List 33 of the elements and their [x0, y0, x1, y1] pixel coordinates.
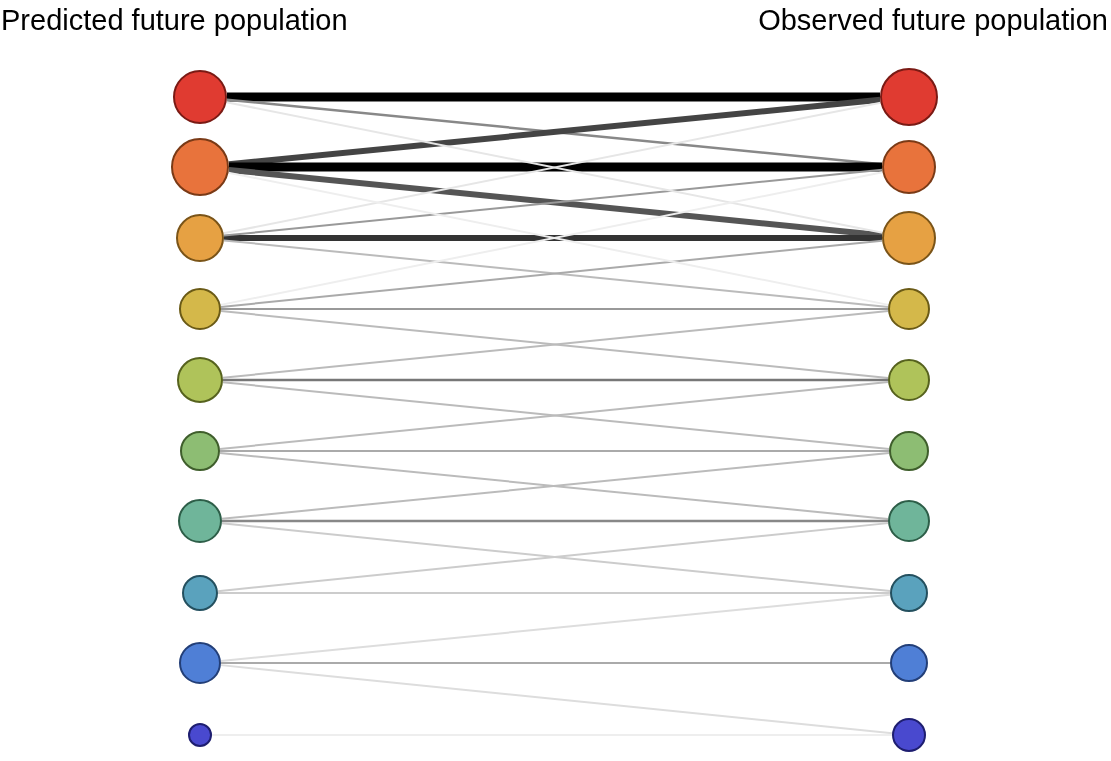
population-circle [182, 575, 218, 611]
column-heading: Observed future population [758, 4, 1108, 37]
population-circle [888, 359, 930, 401]
population-circle [882, 140, 936, 194]
population-circle [173, 70, 227, 124]
connector-line [222, 519, 888, 523]
connector-line [219, 593, 892, 662]
population-circle [176, 214, 224, 262]
connector-line [229, 162, 882, 172]
connector-line [220, 662, 891, 664]
population-circle [880, 68, 938, 126]
population-circle [177, 357, 223, 403]
connector-line [227, 92, 880, 102]
population-circle [890, 574, 928, 612]
connector-line [219, 664, 894, 735]
population-circle [890, 644, 928, 682]
population-circle [180, 431, 220, 471]
connector-line [219, 450, 890, 452]
population-circle [188, 723, 212, 747]
population-circle [888, 288, 930, 330]
population-circle [892, 718, 926, 752]
connector-line [217, 592, 891, 594]
population-circle [179, 288, 221, 330]
population-circle [178, 499, 222, 543]
column-heading: Predicted future population [1, 4, 348, 37]
population-circle [171, 138, 229, 196]
connector-line [224, 235, 882, 241]
population-circle [888, 500, 930, 542]
connector-line [223, 378, 888, 382]
population-circle [179, 642, 221, 684]
connector-line [220, 308, 889, 310]
population-circle [882, 211, 936, 265]
population-circle [889, 431, 929, 471]
